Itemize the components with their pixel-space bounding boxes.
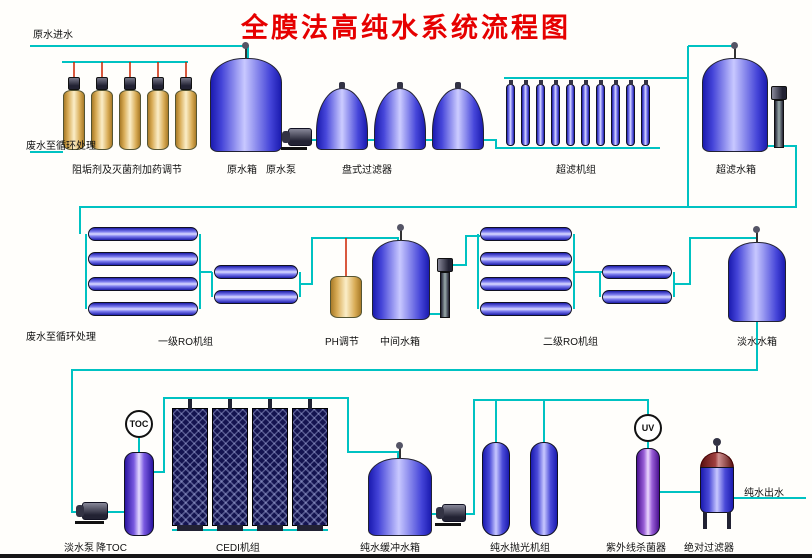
process-pipes [30, 45, 806, 531]
uv-sterilizer-column-icon [636, 448, 660, 536]
label-ro1-unit: 一级RO机组 [158, 337, 213, 348]
label-ro2-unit: 二级RO机组 [543, 337, 598, 348]
raw-water-pump-icon [281, 128, 312, 150]
label-disc-filter: 盘式过滤器 [342, 165, 392, 176]
uv-badge: UV [634, 414, 662, 442]
absolute-filter-leg-icon [703, 512, 707, 529]
dosing-pump-icon [68, 77, 80, 90]
ro-membrane-tube [88, 302, 198, 316]
uf-membrane-tube [641, 80, 650, 146]
raw-water-tank-icon [210, 42, 282, 152]
chemical-tank-icon [175, 90, 197, 150]
intermediate-tank-icon [372, 224, 430, 320]
chemical-tank-icon [147, 90, 169, 150]
cedi-module-icon [292, 399, 328, 531]
label-mid-tank: 中间水箱 [380, 337, 420, 348]
label-cedi-unit: CEDI机组 [216, 543, 260, 554]
label-absolute-filter: 绝对过滤器 [684, 543, 734, 554]
uf-water-tank-icon [702, 42, 768, 152]
dosing-pump-icon [180, 77, 192, 90]
label-uf-unit: 超滤机组 [556, 165, 596, 176]
label-dosing-system: 阻垢剂及灭菌剂加药调节 [72, 165, 182, 176]
label-fresh-tank: 淡水水箱 [737, 337, 777, 348]
dosing-pump-icon [96, 77, 108, 90]
uf-membrane-tube [611, 80, 620, 146]
label-waste-recycle-1: 废水至循环处理 [26, 141, 96, 152]
uf-membrane-tube [551, 80, 560, 146]
dosing-pump-icon [152, 77, 164, 90]
label-uv-sterilizer: 紫外线杀菌器 [606, 543, 666, 554]
ro-membrane-tube [480, 252, 572, 266]
label-polish-unit: 纯水抛光机组 [490, 543, 550, 554]
label-uf-tank: 超滤水箱 [716, 165, 756, 176]
chemical-tank-icon [119, 90, 141, 150]
cedi-module-icon [212, 399, 248, 531]
label-fresh-pump: 淡水泵 [64, 543, 94, 554]
chemical-tank-icon [91, 90, 113, 150]
label-raw-water-inlet: 原水进水 [33, 30, 73, 41]
label-waste-recycle-2: 废水至循环处理 [26, 332, 96, 343]
absolute-filter-stem-icon [716, 446, 718, 453]
fresh-water-tank-icon [728, 226, 786, 322]
pure-water-pump-icon [435, 504, 466, 526]
page-title: 全膜法高纯水系统流程图 [241, 13, 571, 43]
booster-pump-icon [437, 258, 453, 272]
ro-membrane-tube [88, 277, 198, 291]
booster-pump-icon [440, 272, 450, 318]
chemical-tank-icon [63, 90, 85, 150]
uv-badge-text: UV [641, 423, 655, 433]
uf-transfer-pump-icon [771, 86, 787, 100]
absolute-filter-cap-icon [713, 438, 721, 446]
label-pure-outlet: 纯水出水 [744, 488, 784, 499]
uf-transfer-pump-icon [774, 100, 784, 148]
label-ph-adjust: PH调节 [325, 337, 359, 348]
uf-membrane-tube [596, 80, 605, 146]
dosing-pump-icon [124, 77, 136, 90]
uf-membrane-tube [536, 80, 545, 146]
fresh-water-pump-icon [75, 502, 108, 524]
ro-membrane-tube [214, 265, 298, 279]
disc-filter-icon [432, 82, 484, 150]
cedi-module-icon [172, 399, 208, 531]
uf-membrane-tube [521, 80, 530, 146]
toc-badge: TOC [125, 410, 153, 438]
absolute-filter-leg-icon [727, 512, 731, 529]
label-toc-reducer: 降TOC [96, 543, 127, 554]
ro-membrane-tube [88, 252, 198, 266]
toc-badge-text: TOC [129, 419, 149, 429]
uf-membrane-tube [566, 80, 575, 146]
uf-membrane-tube [581, 80, 590, 146]
toc-reduction-column-icon [124, 452, 154, 536]
absolute-filter-body-icon [700, 467, 734, 513]
ro-membrane-tube [214, 290, 298, 304]
polishing-column-icon [482, 442, 510, 536]
polishing-column-icon [530, 442, 558, 536]
ph-dosing-tank-icon [330, 276, 362, 318]
ro-membrane-tube [480, 302, 572, 316]
disc-filter-icon [316, 82, 368, 150]
uf-membrane-tube [626, 80, 635, 146]
label-raw-pump: 原水泵 [266, 165, 296, 176]
label-raw-tank: 原水箱 [227, 165, 257, 176]
cedi-module-icon [252, 399, 288, 531]
ro-membrane-tube [88, 227, 198, 241]
uf-membrane-tube [506, 80, 515, 146]
pure-buffer-tank-icon [368, 442, 432, 536]
ro-membrane-tube [480, 277, 572, 291]
ro-membrane-tube [480, 227, 572, 241]
ro-membrane-tube [602, 265, 672, 279]
ro-membrane-tube [602, 290, 672, 304]
label-pure-buffer-tank: 纯水缓冲水箱 [360, 543, 420, 554]
